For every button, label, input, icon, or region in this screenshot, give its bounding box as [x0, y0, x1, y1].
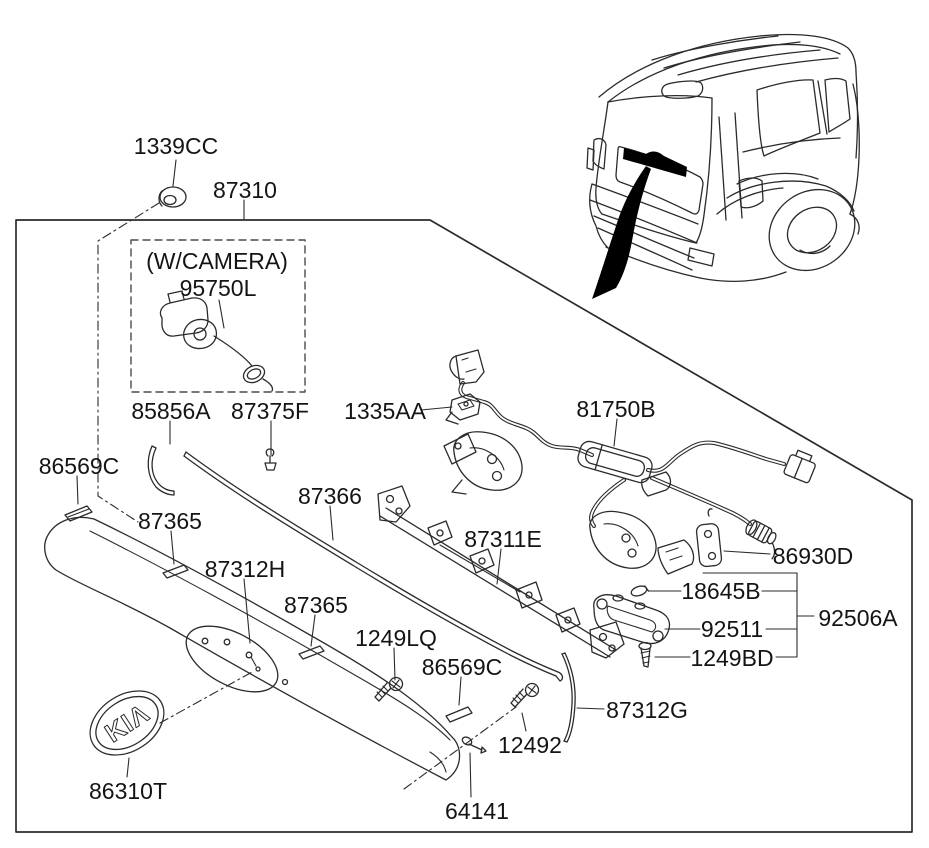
kia-logo-text: KIΛ: [99, 698, 154, 748]
car-illustration: [586, 33, 860, 283]
part-label-86930d: 86930D: [772, 543, 854, 569]
bulb-18645b: [630, 585, 650, 597]
harness-81750b: [449, 349, 816, 560]
harness-top-connector: [449, 349, 485, 385]
lamp-housing-lower: [589, 510, 695, 575]
part-label-86310t: 86310T: [88, 778, 168, 804]
part-label-87365-upper: 87365: [138, 508, 202, 534]
part-label-87312h: 87312H: [204, 556, 286, 582]
lamp-housing-upper: [443, 431, 523, 495]
part-label-92511: 92511: [700, 616, 764, 642]
screw-1249lq: [374, 676, 404, 702]
part-label-1249bd: 1249BD: [690, 645, 774, 671]
part-label-86569c-left: 86569C: [38, 453, 120, 479]
lamp-92511: [593, 594, 671, 645]
switch-bracket: [641, 471, 672, 497]
part-label-1335aa: 1335AA: [344, 398, 426, 424]
part-label-87366: 87366: [298, 483, 362, 509]
pad-86569c-lower: [445, 706, 473, 723]
clip-87375f: [264, 448, 277, 471]
harness-right-connector: [783, 449, 816, 484]
part-label-87310: 87310: [213, 177, 277, 203]
camera-option-box: [130, 239, 306, 393]
group-bracket-92506a: [702, 572, 815, 658]
strip-87312g: [561, 652, 576, 743]
strip-87366: [183, 451, 564, 682]
pad-87365-upper: [162, 564, 189, 579]
clip-64141: [461, 736, 487, 754]
leader-lines: [76, 159, 771, 798]
part-label-92506a: 92506A: [818, 605, 898, 631]
strip-85856a: [147, 445, 175, 496]
bracket-86930d: [695, 508, 723, 568]
kia-logo-86310t: KIΛ: [89, 690, 165, 756]
tailgate-garnish-highlight: [623, 148, 687, 177]
rear-camera-drawing: [159, 290, 274, 392]
clip-1335aa: [445, 393, 481, 425]
pointer-swoosh: [592, 166, 651, 299]
moulding-87312h: [44, 516, 461, 781]
diagram-border: [15, 219, 913, 833]
screw-1249bd: [638, 641, 652, 668]
pad-87365-lower: [298, 645, 325, 660]
part-label-1249lq: 1249LQ: [355, 625, 437, 651]
part-label-64141: 64141: [445, 798, 509, 824]
part-label-87312g: 87312G: [606, 697, 688, 723]
grommet-1339cc: [158, 186, 187, 208]
part-label-86569c-lower: 86569C: [421, 654, 503, 680]
part-label-18645b: 18645B: [681, 578, 761, 604]
part-label-87311e: 87311E: [464, 526, 542, 552]
part-label-87375f: 87375F: [230, 398, 310, 424]
assembly-centerlines: [97, 202, 517, 790]
part-label-1339cc: 1339CC: [133, 133, 219, 159]
rail-87311e: [377, 485, 625, 659]
harness-round-plug: [745, 519, 777, 560]
camera-option-note: (W/CAMERA): [146, 248, 288, 274]
part-label-12492: 12492: [498, 732, 562, 758]
part-label-87365-lower: 87365: [284, 592, 348, 618]
part-label-95750l: 95750L: [179, 275, 257, 301]
part-label-85856a: 85856A: [131, 398, 211, 424]
screw-12492: [510, 682, 540, 708]
tailgate-switch-81750b: [577, 440, 653, 484]
part-label-81750b: 81750B: [576, 396, 656, 422]
